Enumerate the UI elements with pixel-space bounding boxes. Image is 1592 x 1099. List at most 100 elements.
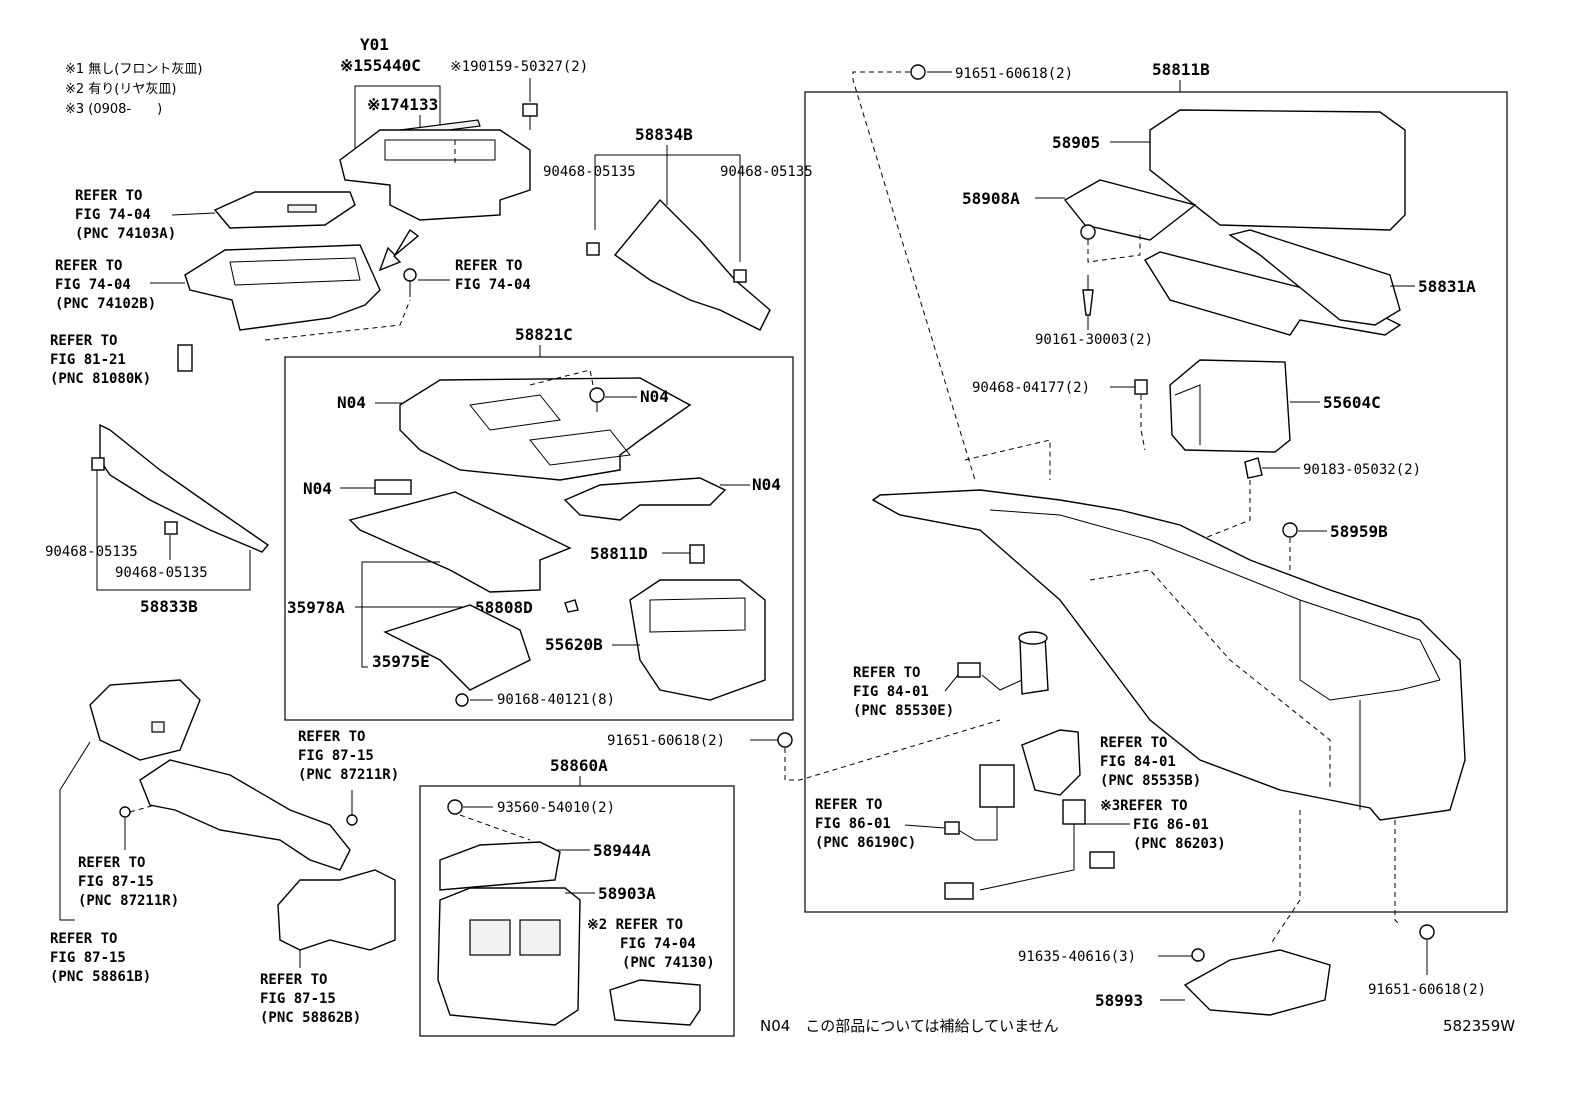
ashtray-lid-74103a: [213, 191, 356, 229]
harness-plug: [944, 882, 974, 900]
ref-74130-line2: FIG 74-04: [620, 936, 696, 952]
label-90159-50327: ※190159-50327(2): [450, 59, 588, 75]
label-35978a: 35978A: [287, 598, 345, 617]
clip-icon: [1134, 379, 1148, 395]
note-3: ※3 (0908- ): [65, 102, 162, 117]
duct-clip: [151, 721, 165, 733]
ref-74103a-line2: FIG 74-04: [75, 207, 151, 223]
screw-icon: [447, 799, 463, 815]
dash-93560: [459, 814, 531, 841]
label-58834b: 58834B: [635, 125, 693, 144]
cap-58959b: [1282, 522, 1298, 538]
ref-86203-line1: ※3REFER TO: [1100, 798, 1188, 814]
panel-58834b-group: 58834B 90468-05135 90468-05135: [543, 125, 813, 331]
ref-58861b-line1: REFER TO: [50, 931, 117, 947]
label-91651-60618-c: 91651-60618(2): [1368, 982, 1486, 998]
ref-74130-line1: ※2 REFER TO: [587, 917, 683, 933]
panel-58833b-group: 90468-05135 90468-05135 58833B: [45, 423, 270, 616]
dash-58993: [1269, 810, 1301, 946]
label-y01: Y01: [360, 35, 389, 54]
side-panel-58834b: [613, 198, 771, 331]
label-n04-a: N04: [337, 393, 366, 412]
ref-58861b-line2: FIG 87-15: [50, 950, 126, 966]
label-58821c: 58821C: [515, 325, 573, 344]
socket-connector: [957, 662, 981, 678]
ref-87211r-b-line2: FIG 87-15: [78, 874, 154, 890]
leader-86190c: [904, 824, 946, 829]
leader-58833b: [96, 470, 251, 591]
screw-icon: [1419, 924, 1435, 940]
leader-74103a: [171, 212, 216, 216]
housing-opening: [384, 139, 496, 161]
console-top-edge: [989, 509, 1441, 681]
screw-icon: [522, 103, 538, 117]
dash-90468-04177: [1140, 395, 1146, 451]
dash-91651-c: [1394, 820, 1401, 926]
socket-wire: [981, 674, 1023, 691]
socket-85535b: [1021, 729, 1081, 796]
dash-n04-screw: [529, 369, 596, 396]
label-58959b: 58959B: [1330, 522, 1388, 541]
cover-58944a: [439, 841, 561, 891]
screw-icon: [346, 814, 358, 826]
screw-icon: [455, 693, 469, 707]
screw-icon: [589, 387, 605, 403]
console-tray: [1299, 600, 1441, 701]
usb-connector: [944, 821, 960, 835]
ref-74103a-line3: (PNC 74103A): [75, 226, 176, 242]
label-90468-05135-b: 90468-05135: [720, 164, 813, 180]
bracket-58831a: [1228, 229, 1401, 326]
label-58903a: 58903A: [598, 884, 656, 903]
console-body-58811b: [871, 489, 1466, 821]
clip-90183: [1244, 457, 1263, 479]
ref-85530e-line3: (PNC 85530E): [853, 703, 954, 719]
label-90468-05135-d: 90468-05135: [115, 565, 208, 581]
ref-85535b-line2: FIG 84-01: [1100, 754, 1176, 770]
label-58811d: 58811D: [590, 544, 648, 563]
rear-ashtray-74130: [609, 979, 701, 1026]
harness-connector-86203: [1062, 799, 1086, 825]
duct-58862b: [277, 869, 396, 951]
ref-87211r-a-line3: (PNC 87211R): [298, 767, 399, 783]
label-90468-05135-c: 90468-05135: [45, 544, 138, 560]
ref-74103a-line1: REFER TO: [75, 188, 142, 204]
label-58993: 58993: [1095, 991, 1143, 1010]
bolt-90161: [1082, 289, 1094, 316]
usb-port-86190c: [979, 764, 1015, 808]
dash-console-b: [1089, 569, 1331, 790]
assembly-box-58821c: [284, 356, 794, 721]
box-opening: [229, 257, 361, 286]
cup-opening: [529, 429, 631, 466]
clip-icon: [733, 269, 747, 283]
label-55620b: 55620B: [545, 635, 603, 654]
clip-icon: [586, 242, 600, 256]
label-91635-40616: 91635-40616(3): [1018, 949, 1136, 965]
side-panel-58833b: [99, 423, 270, 553]
duct-group: REFER TO FIG 87-15 (PNC 87211R) REFER TO…: [50, 679, 399, 1026]
label-58908a: 58908A: [962, 189, 1020, 208]
ref-85530e-line2: FIG 84-01: [853, 684, 929, 700]
label-93560-54010: 93560-54010(2): [497, 800, 615, 816]
ref-87211r-a-line2: FIG 87-15: [298, 748, 374, 764]
leader-58861b: [59, 741, 91, 921]
harness-plug-2: [1089, 851, 1115, 869]
footnote-n04: N04 この部品については補給していません: [760, 1017, 1059, 1035]
ref-81080k-line2: FIG 81-21: [50, 352, 126, 368]
label-91651-60618-b: 91651-60618(2): [607, 733, 725, 749]
cup-holder-55620b: [629, 579, 766, 701]
ref-58862b-line3: (PNC 58862B): [260, 1010, 361, 1026]
dash-duct-screw: [129, 804, 156, 813]
panel-base-35978a: [348, 491, 572, 593]
label-90168-40121: 90168-40121(8): [497, 692, 615, 708]
clip-n04: [374, 479, 412, 495]
cup-holder-top: [649, 597, 746, 633]
leader-85530e: [944, 674, 959, 692]
dash-91651-b: [784, 719, 1001, 781]
assembly-box-58811b: [804, 91, 1508, 913]
leader-35978a: [361, 561, 440, 668]
dash-console-a: [964, 439, 1051, 480]
label-58944a: 58944A: [593, 841, 651, 860]
bracket-n04: [563, 477, 727, 521]
label-n04-b: N04: [640, 387, 669, 406]
vent-right-icon: [519, 919, 561, 956]
